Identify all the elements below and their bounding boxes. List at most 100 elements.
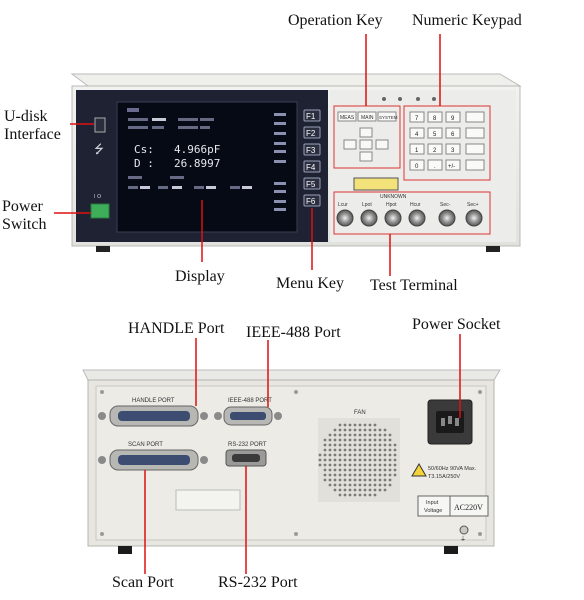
case-top: [70, 73, 522, 87]
fan-hole: [373, 448, 377, 452]
key-1[interactable]: 1: [409, 143, 425, 155]
op-key-system[interactable]: SYSTEM: [377, 111, 398, 122]
terminal-sec-minus[interactable]: Sec-: [438, 202, 456, 227]
fan-hole: [323, 448, 327, 452]
key-2[interactable]: 2: [427, 143, 443, 155]
terminal-lcur[interactable]: Lcur: [336, 202, 354, 227]
fkey-1[interactable]: F1: [303, 109, 321, 122]
key-lock[interactable]: [465, 127, 485, 139]
fan-hole: [358, 493, 362, 497]
rear-screws: [100, 390, 482, 536]
rear-foot-right: [444, 546, 458, 554]
handle-port-connector[interactable]: [98, 405, 208, 427]
fan-hole: [378, 443, 382, 447]
key-4[interactable]: 4: [409, 127, 425, 139]
key-3[interactable]: 3: [445, 143, 461, 155]
key-9[interactable]: 9: [445, 111, 461, 123]
fan-hole: [328, 453, 332, 457]
svg-text:Sec+: Sec+: [467, 202, 479, 208]
fan-hole: [348, 463, 352, 467]
ieee-port-connector[interactable]: [214, 406, 282, 426]
usb-port[interactable]: [94, 117, 106, 133]
svg-text:SYSTEM: SYSTEM: [379, 115, 398, 120]
fkey-6[interactable]: F6: [303, 194, 321, 207]
fkey-4[interactable]: F4: [303, 160, 321, 173]
key-5[interactable]: 5: [427, 127, 443, 139]
op-key-main[interactable]: MAIN: [357, 111, 377, 122]
key-enter[interactable]: [465, 159, 485, 171]
svg-text:Sec-: Sec-: [440, 202, 451, 208]
fan-hole: [328, 463, 332, 467]
lcd-side-menu: [274, 113, 286, 211]
input-voltage-value: AC220V: [454, 503, 483, 512]
rear-callout-lines: [144, 334, 461, 574]
power-switch-button[interactable]: [90, 203, 110, 219]
fan-hole: [338, 433, 342, 437]
fan-hole: [378, 458, 382, 462]
fan-hole: [383, 473, 387, 477]
fan-hole: [333, 428, 337, 432]
power-socket-callout: Power Socket: [412, 316, 501, 333]
fkey-5[interactable]: F5: [303, 177, 321, 190]
op-key-meas[interactable]: MEAS: [337, 111, 357, 122]
arrow-left-key[interactable]: [343, 139, 357, 150]
fan-hole: [368, 438, 372, 442]
unknown-label: UNKNOWN: [380, 194, 407, 200]
power-socket[interactable]: [427, 399, 473, 445]
terminal-hcur[interactable]: Hcur: [408, 202, 426, 227]
fan-hole: [343, 448, 347, 452]
key-esc[interactable]: [465, 143, 485, 155]
fan-hole: [343, 493, 347, 497]
fan-hole: [358, 423, 362, 427]
fan-hole: [328, 443, 332, 447]
rear-case-top: [82, 369, 501, 381]
front-panel: Cs: 4.966pF D : 26.8997 ⭍ I O F1 F2 F3 F…: [70, 73, 522, 252]
fkey-3[interactable]: F3: [303, 143, 321, 156]
fan-hole: [338, 488, 342, 492]
fan-hole: [373, 458, 377, 462]
key-0[interactable]: 0: [409, 159, 425, 171]
fan-hole: [388, 453, 392, 457]
usb-icon: ⭍: [94, 142, 104, 156]
fan-hole: [363, 458, 367, 462]
key-7[interactable]: 7: [409, 111, 425, 123]
scan-port-connector[interactable]: [98, 449, 208, 471]
test-terminals: Lcur Lpot Hpot Hcur Sec- Sec+: [336, 202, 483, 227]
rs232-port-connector[interactable]: [225, 449, 267, 467]
fan-hole: [323, 478, 327, 482]
key-dot[interactable]: .: [427, 159, 443, 171]
fan-hole: [348, 493, 352, 497]
numeric-keypad-label: Numeric Keypad: [412, 12, 522, 29]
fan-hole: [383, 483, 387, 487]
fan-hole: [388, 478, 392, 482]
display-label: Display: [175, 268, 225, 285]
fan-hole: [378, 483, 382, 487]
fan-hole: [343, 483, 347, 487]
fan-hole: [368, 423, 372, 427]
ground-terminal[interactable]: [459, 525, 469, 535]
numeric-keypad-outline: [403, 105, 491, 181]
fan-hole: [353, 488, 357, 492]
fkey-2[interactable]: F2: [303, 126, 321, 139]
fan-hole: [328, 458, 332, 462]
terminal-lpot[interactable]: Lpot: [360, 202, 378, 227]
enter-key[interactable]: [359, 139, 373, 150]
arrow-up-key[interactable]: [359, 127, 373, 138]
handle-port-callout: HANDLE Port: [128, 320, 225, 337]
fan-hole: [378, 488, 382, 492]
front-foot-right: [486, 246, 500, 252]
key-8[interactable]: 8: [427, 111, 443, 123]
key-6[interactable]: 6: [445, 127, 461, 139]
fan-hole: [348, 443, 352, 447]
arrow-right-key[interactable]: [375, 139, 389, 150]
arrow-down-key[interactable]: [359, 151, 373, 162]
function-keys: F1 F2 F3 F4 F5 F6: [303, 109, 321, 207]
key-clear[interactable]: [465, 111, 485, 123]
scan-port-label: SCAN PORT: [128, 442, 163, 448]
fan-hole: [348, 433, 352, 437]
terminal-hpot[interactable]: Hpot: [384, 202, 402, 227]
fan-hole: [358, 463, 362, 467]
key-sign[interactable]: +/-: [445, 159, 461, 171]
fan-hole: [383, 468, 387, 472]
terminal-sec-plus[interactable]: Sec+: [465, 202, 483, 227]
